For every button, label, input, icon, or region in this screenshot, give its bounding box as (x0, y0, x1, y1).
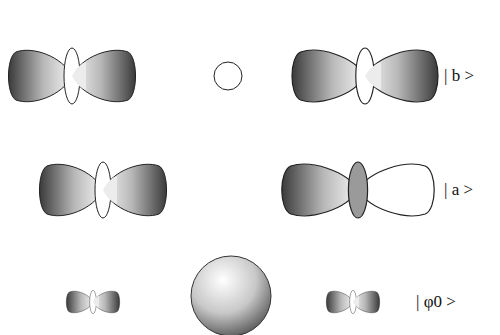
state-label: | a > (442, 180, 475, 200)
state-label: | b > (442, 66, 476, 86)
state-label: | φ0 > (414, 292, 458, 312)
